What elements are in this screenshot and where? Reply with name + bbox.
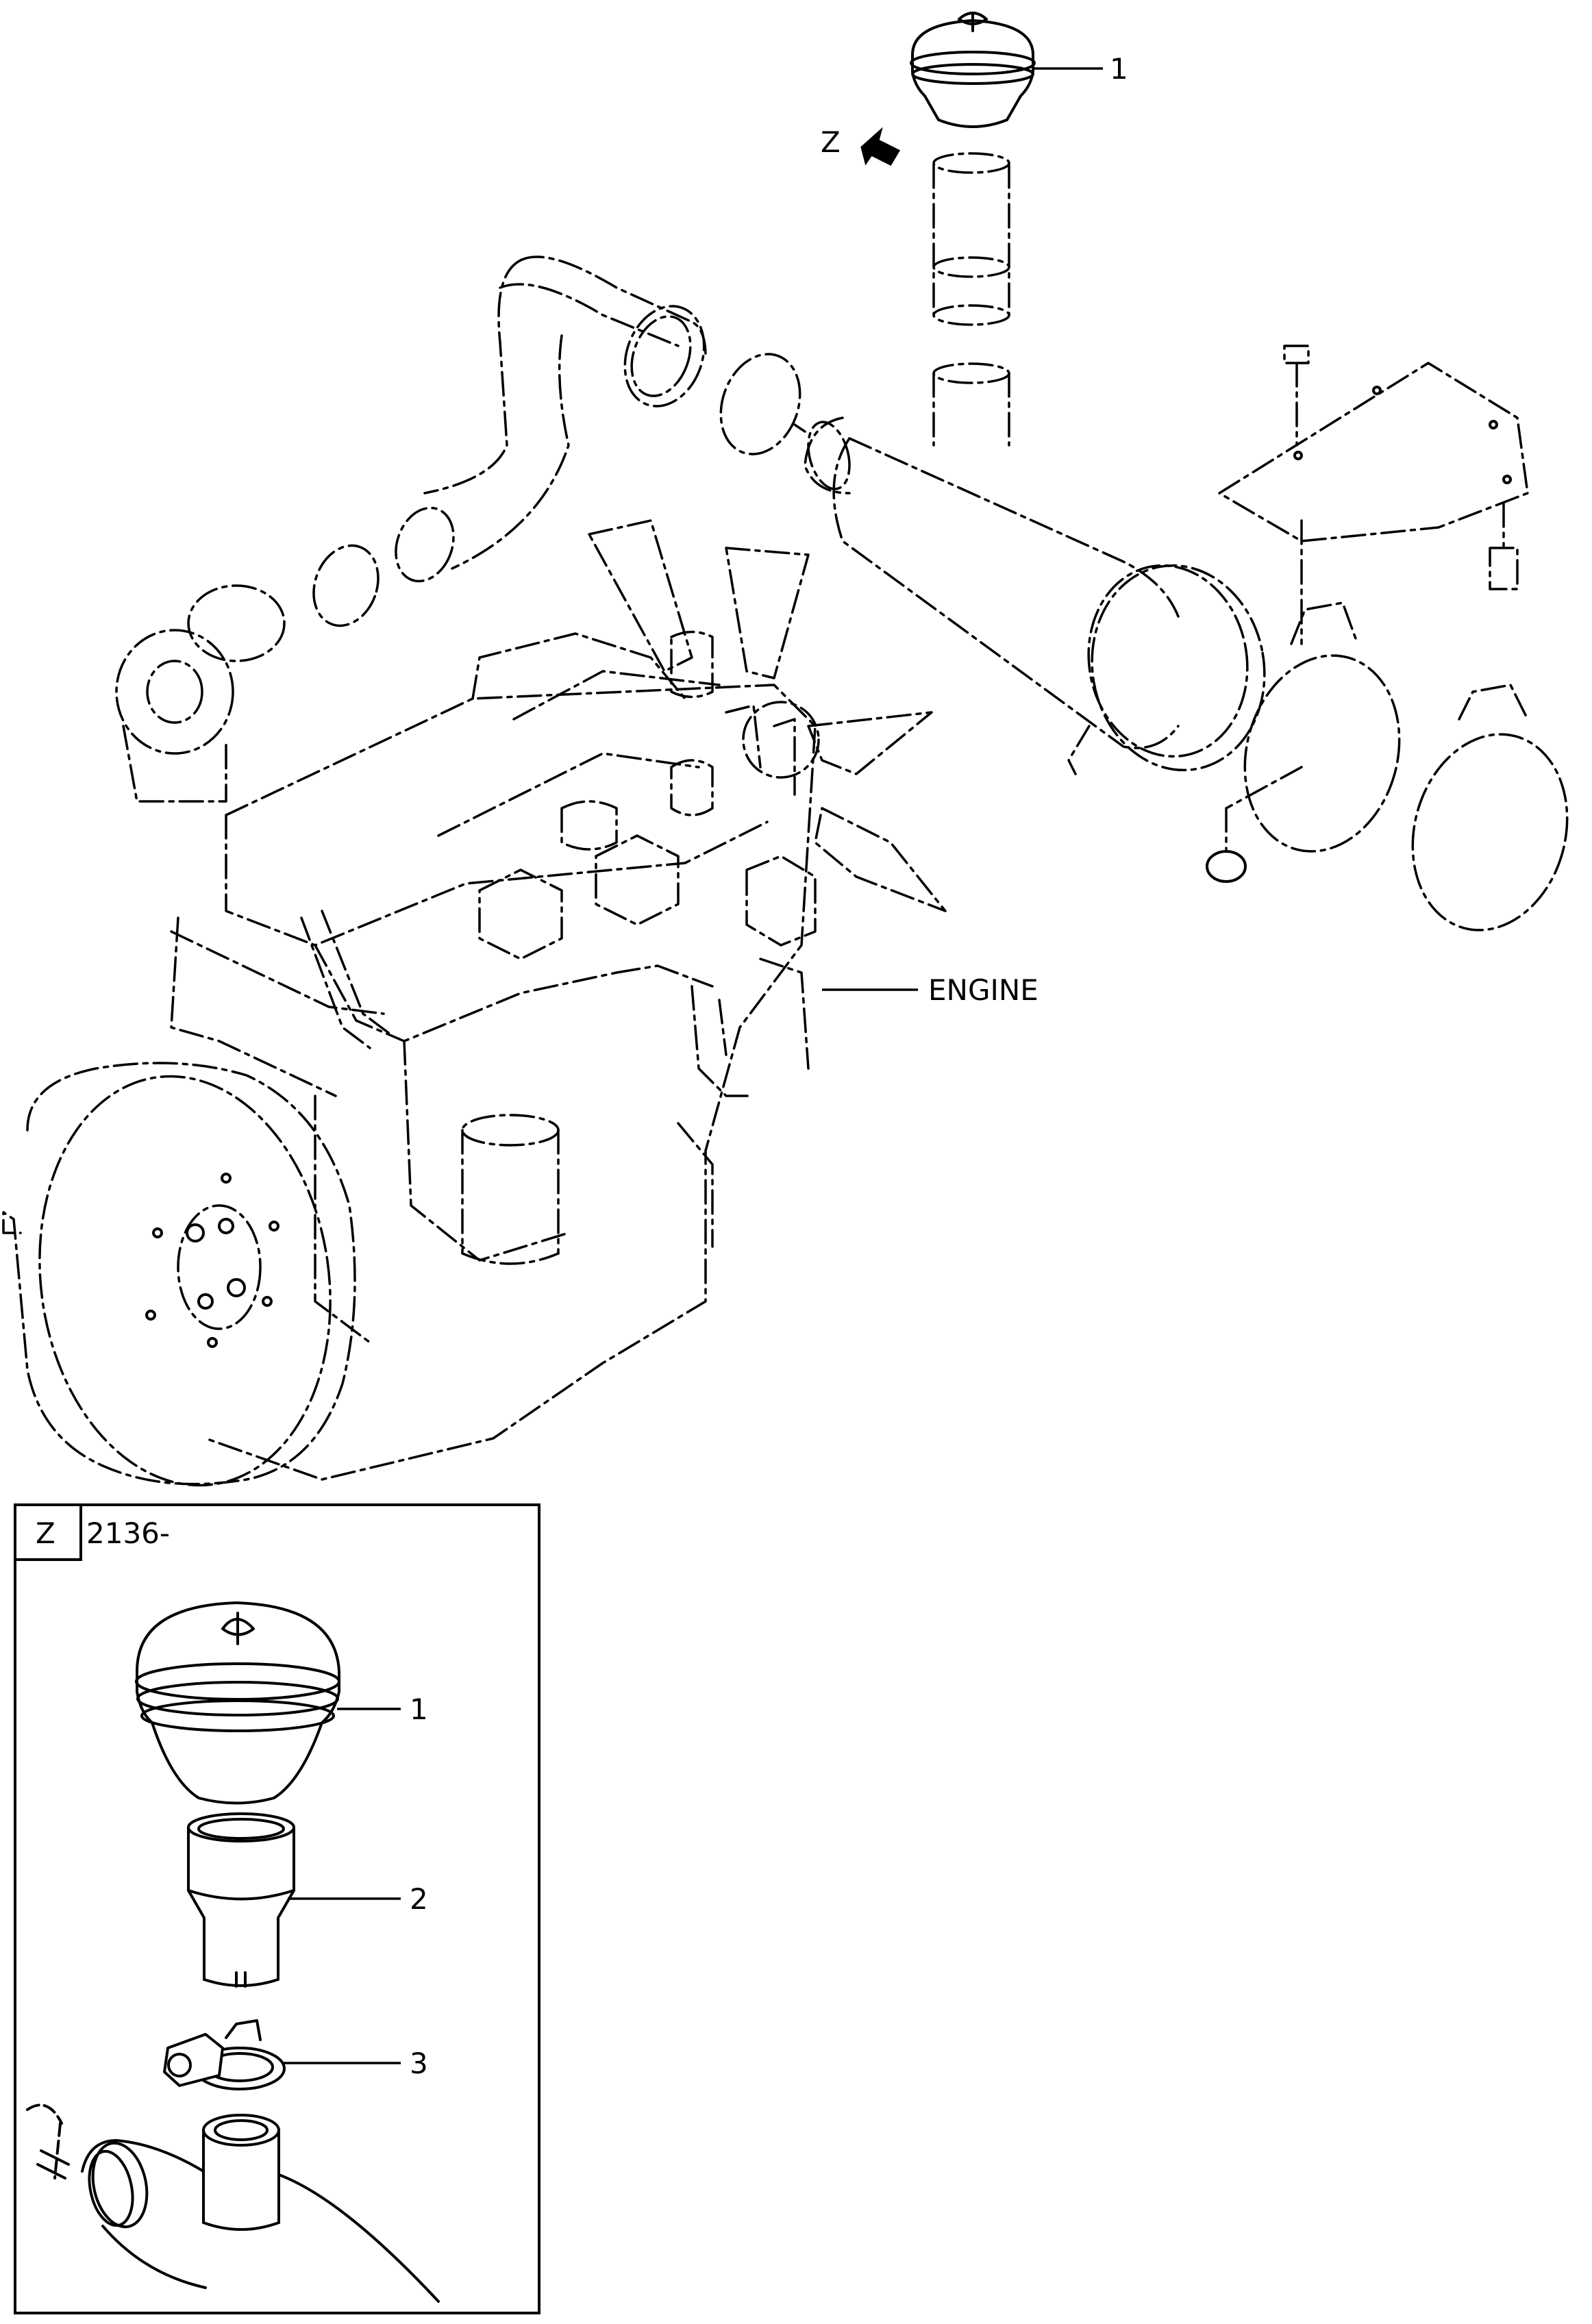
mounting-plate <box>1218 362 1529 542</box>
view-arrow-icon <box>860 127 901 166</box>
detail-view-z: Z 2136- 1 2 <box>14 1503 540 2314</box>
detail-callout-2: 2 <box>410 1882 428 1916</box>
detail-precleaner-cap <box>135 1601 340 1805</box>
thermostat-housing <box>670 630 796 796</box>
turbocharger <box>115 584 286 803</box>
cooling-fan <box>588 519 947 912</box>
air-cleaner-body <box>804 416 1266 775</box>
callout-part-1: 1 <box>1110 52 1128 86</box>
band-clamp-1 <box>1243 519 1401 853</box>
oil-filter <box>461 1114 560 1265</box>
nut <box>1206 766 1303 883</box>
detail-view-letter: Z <box>36 1516 55 1550</box>
detail-callout-1: 1 <box>410 1692 428 1726</box>
view-arrow-letter: Z <box>821 125 841 159</box>
detail-callout-3: 3 <box>410 2047 428 2080</box>
main-exploded-view: 1 Z <box>2 12 1569 1487</box>
precleaner-cap <box>910 12 1036 128</box>
dipstick-tube <box>170 910 392 1049</box>
detail-frame <box>14 1503 540 2314</box>
detail-serial: 2136- <box>86 1516 170 1550</box>
engine-block <box>170 632 817 1481</box>
intake-hose <box>312 255 806 627</box>
oil-pipes <box>691 958 810 1097</box>
detail-adapter-tube <box>187 1812 295 1988</box>
bolt-bottom <box>1489 502 1519 590</box>
callout-engine: ENGINE <box>928 973 1038 1007</box>
inlet-pipe <box>932 152 1010 447</box>
detail-letter-box <box>14 1503 82 1561</box>
flywheel-housing <box>2 1062 356 1487</box>
bolt-top <box>1283 345 1310 447</box>
detail-hose-clamp <box>163 2019 286 2090</box>
detail-air-cleaner-inlet <box>26 2103 440 2303</box>
band-clamp-2 <box>1411 684 1569 932</box>
